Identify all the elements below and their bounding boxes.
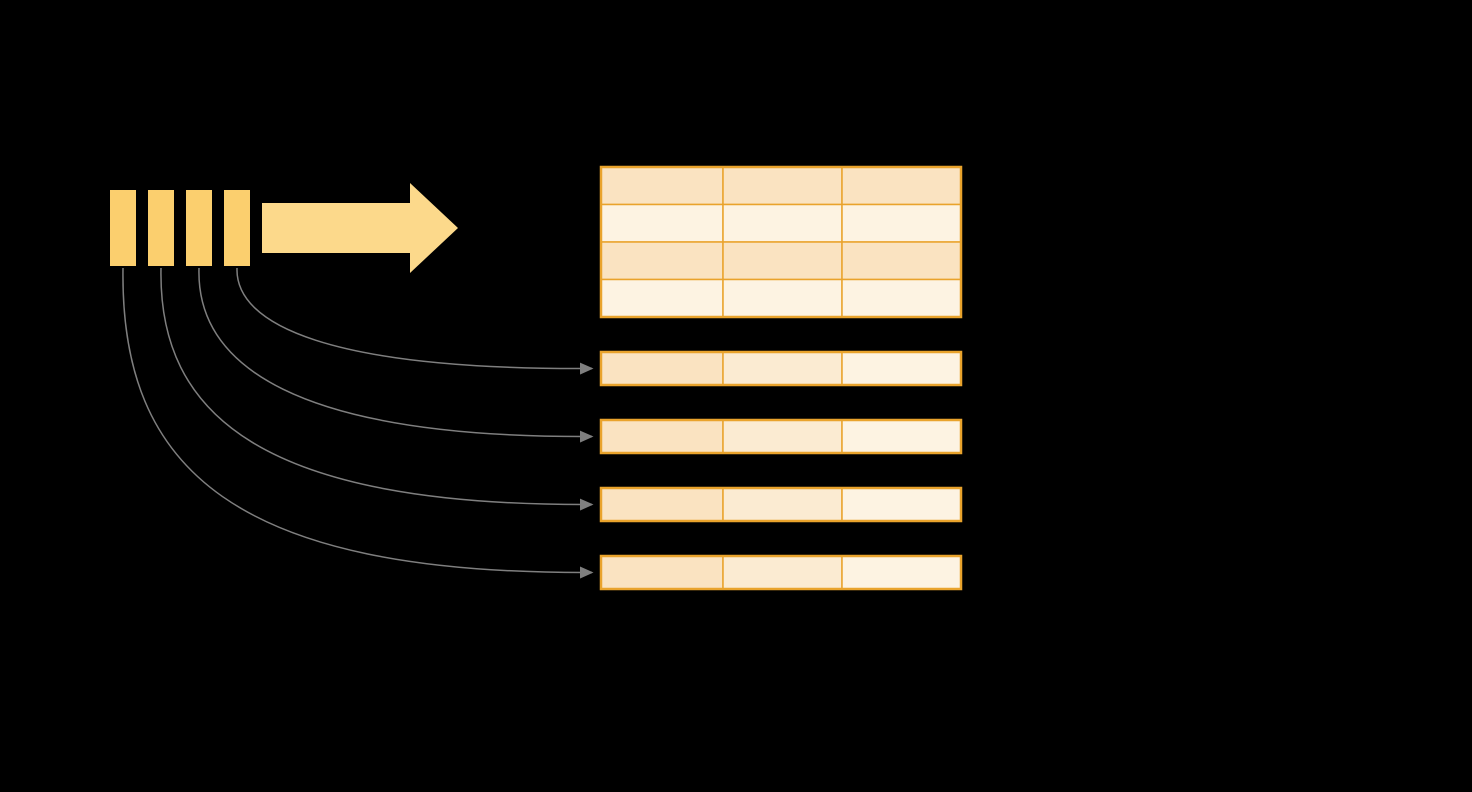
main-table-cell-r4c1 xyxy=(600,278,724,318)
row-table-4-cell-3 xyxy=(841,555,962,590)
row-table-2 xyxy=(599,418,963,455)
flow-arrow xyxy=(262,183,458,273)
connector-bar2-to-row3 xyxy=(160,267,594,511)
row-table-1-cell-3 xyxy=(841,351,962,386)
row-table-2-border xyxy=(599,418,963,455)
main-table-cell-r3c2 xyxy=(722,241,843,281)
main-table xyxy=(599,165,963,319)
queue-bar-3 xyxy=(186,190,212,266)
row-table-4-border xyxy=(599,554,963,591)
row-table-3-cell-2 xyxy=(722,487,843,522)
main-table-cell-r1c1 xyxy=(600,166,724,206)
queue-bar-2 xyxy=(148,190,174,266)
row-table-4-cell-1 xyxy=(600,555,724,590)
row-table-3-cell-1 xyxy=(600,487,724,522)
main-table-cell-r2c1 xyxy=(600,203,724,243)
main-table-cell-r1c3 xyxy=(841,166,962,206)
main-table-cell-r2c2 xyxy=(722,203,843,243)
queue-bar-1 xyxy=(110,190,136,266)
row-table-4 xyxy=(599,554,963,591)
main-table-cell-r2c3 xyxy=(841,203,962,243)
main-table-cell-r4c2 xyxy=(722,278,843,318)
row-table-2-cell-1 xyxy=(600,419,724,454)
row-table-1-cell-1 xyxy=(600,351,724,386)
connectors xyxy=(122,267,594,579)
connector-bar4-to-row1 xyxy=(236,267,594,375)
row-table-4-cell-2 xyxy=(722,555,843,590)
main-table-cell-r4c3 xyxy=(841,278,962,318)
connector-bar1-to-row4 xyxy=(122,267,594,579)
main-table-cell-r3c3 xyxy=(841,241,962,281)
row-table-2-cell-2 xyxy=(722,419,843,454)
queue-bar-4 xyxy=(224,190,250,266)
row-table-3-border xyxy=(599,486,963,523)
row-table-2-cell-3 xyxy=(841,419,962,454)
main-table-cell-r1c2 xyxy=(722,166,843,206)
main-table-cell-r3c1 xyxy=(600,241,724,281)
main-table-border xyxy=(599,165,963,319)
row-table-3 xyxy=(599,486,963,523)
connector-bar3-to-row2 xyxy=(198,267,594,443)
row-table-1-border xyxy=(599,350,963,387)
queue-segments xyxy=(110,190,250,266)
row-table-1-cell-2 xyxy=(722,351,843,386)
row-table-1 xyxy=(599,350,963,387)
row-table-3-cell-3 xyxy=(841,487,962,522)
